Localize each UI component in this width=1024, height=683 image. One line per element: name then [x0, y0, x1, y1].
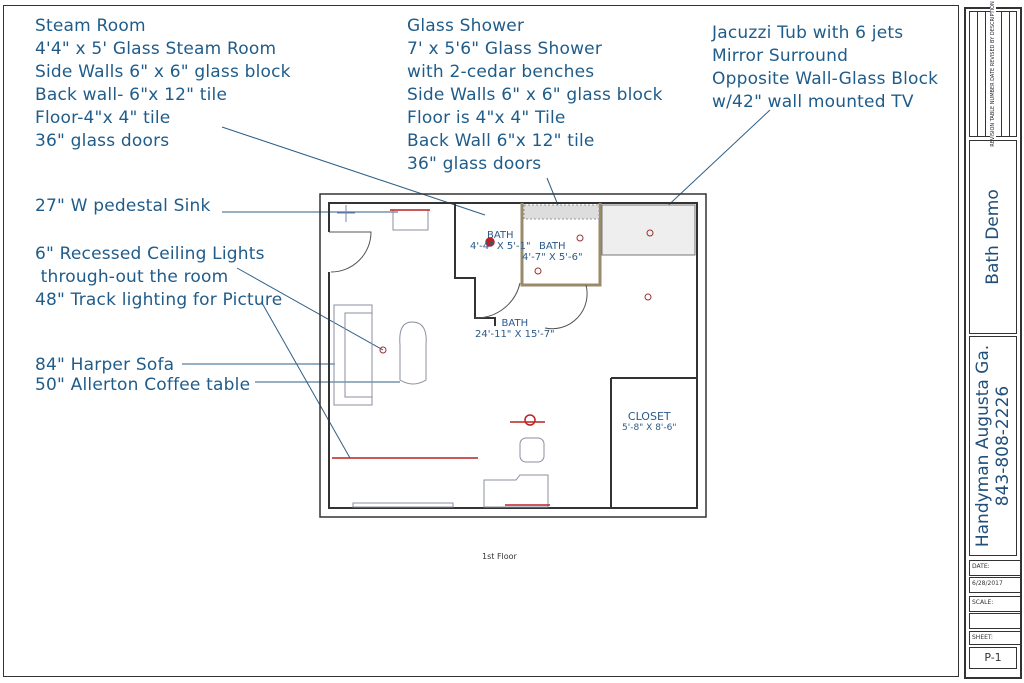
steam-room-note: Steam Room 4'4" x 5' Glass Steam Room Si…: [35, 15, 291, 153]
note-line: through-out the room: [35, 267, 229, 287]
project-title-box: Bath Demo: [969, 140, 1017, 334]
room-name: BATH: [501, 318, 529, 329]
scale-label: SCALE:: [969, 596, 1021, 612]
furniture: [333, 209, 549, 508]
note-line: 4'4" x 5' Glass Steam Room: [35, 39, 277, 59]
note-line: Glass Shower: [407, 16, 525, 36]
drawing-sheet: [3, 5, 959, 677]
lighting-note: 6" Recessed Ceiling Lights through-out t…: [35, 243, 282, 312]
sink-note: 27" W pedestal Sink: [35, 196, 211, 216]
note-line: Steam Room: [35, 16, 146, 36]
company-phone: 843-808-2226: [993, 385, 1013, 507]
title-block: REVISION TABLE NUMBER DATE REVISED BY DE…: [964, 1, 1022, 679]
company-info: Handyman Augusta Ga.843-808-2226: [973, 345, 1013, 547]
jacuzzi-note: Jacuzzi Tub with 6 jets Mirror Surround …: [712, 22, 938, 114]
room-name: BATH: [539, 241, 566, 252]
room-size: 5'-8" X 8'-6": [622, 423, 677, 433]
fixtures-red: [332, 209, 550, 506]
revision-columns: NUMBER DATE REVISED BY DESCRIPTION: [990, 1, 996, 105]
sheet-number: P-1: [969, 647, 1017, 669]
room-name: BATH: [487, 230, 514, 241]
note-line: Floor is 4"x 4" Tile: [407, 108, 566, 128]
note-line: Jacuzzi Tub with 6 jets: [712, 23, 904, 43]
room-size: 4'-7" X 5'-6": [522, 252, 583, 263]
note-line: 6" Recessed Ceiling Lights: [35, 244, 265, 264]
note-line: with 2-cedar benches: [407, 62, 595, 82]
note-line: w/42" wall mounted TV: [712, 92, 914, 112]
ceiling-lights: [379, 229, 654, 354]
note-line: Back wall- 6"x 12" tile: [35, 85, 228, 105]
room-size: 4'-4" X 5'-1": [470, 241, 531, 252]
scale-value: [969, 613, 1021, 629]
note-line: Side Walls 6" x 6" glass block: [35, 62, 291, 82]
company-box: Handyman Augusta Ga.843-808-2226: [969, 336, 1017, 556]
note-line: 48" Track lighting for Picture: [35, 290, 283, 310]
floor-label: 1st Floor: [482, 552, 517, 561]
room-size: 24'-11" X 15'-7": [475, 329, 555, 340]
sheet-label: SHEET:: [969, 631, 1021, 645]
walls: [319, 193, 707, 518]
date-value: 6/28/2017: [969, 577, 1021, 593]
note-line: 36" glass doors: [35, 131, 170, 151]
date-label: DATE:: [969, 560, 1021, 576]
revision-table-title: REVISION TABLE NUMBER DATE REVISED BY DE…: [990, 1, 996, 147]
note-line: Side Walls 6" x 6" glass block: [407, 85, 663, 105]
glass-shower-note: Glass Shower 7' x 5'6" Glass Shower with…: [407, 15, 663, 176]
note-line: 36" glass doors: [407, 154, 542, 174]
revision-table: REVISION TABLE NUMBER DATE REVISED BY DE…: [969, 1, 1017, 147]
coffee-table-note: 50" Allerton Coffee table: [35, 375, 251, 395]
leader-lines: [182, 109, 771, 459]
doors: [329, 231, 588, 330]
room-name: CLOSET: [627, 410, 671, 423]
note-line: Mirror Surround: [712, 46, 849, 66]
note-line: Opposite Wall-Glass Block: [712, 69, 939, 89]
project-title: Bath Demo: [983, 189, 1003, 285]
sofa-note: 84" Harper Sofa: [35, 355, 175, 375]
company-name: Handyman Augusta Ga.: [973, 344, 993, 548]
note-line: Back Wall 6"x 12" tile: [407, 131, 595, 151]
note-line: 7' x 5'6" Glass Shower: [407, 39, 603, 59]
note-line: Floor-4"x 4" tile: [35, 108, 171, 128]
